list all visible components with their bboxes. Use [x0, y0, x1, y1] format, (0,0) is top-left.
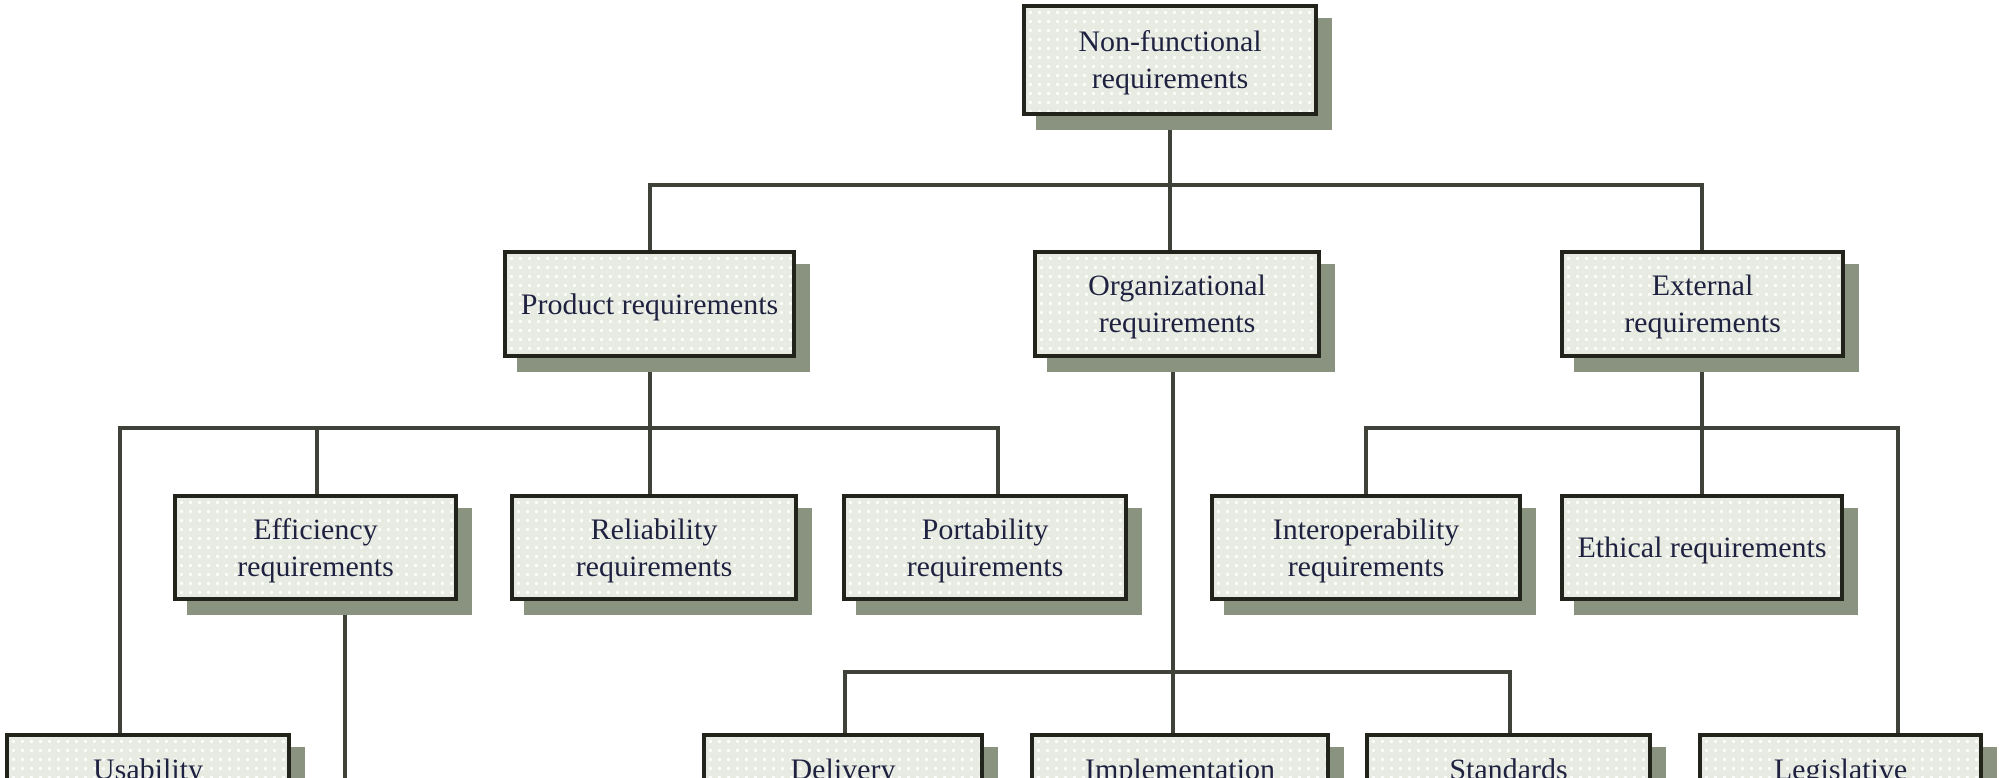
node-label: Implementation	[1085, 753, 1275, 778]
node-portability-requirements: Portability requirements	[842, 494, 1128, 601]
connector-efficiency-children-down	[343, 601, 347, 778]
node-label: Legislative	[1773, 753, 1908, 778]
node-label: Non-functional requirements	[1078, 25, 1262, 95]
node-legislative: Legislative	[1698, 733, 1983, 778]
connector-drop-efficiency	[315, 426, 319, 494]
node-label: Portability requirements	[906, 512, 1064, 583]
connector-drop-external	[1700, 183, 1704, 250]
node-non-functional-requirements: Non-functional requirements	[1022, 4, 1318, 116]
node-label: Ethical requirements	[1577, 531, 1827, 564]
connector-drop-usability	[118, 426, 122, 733]
connector-product-horizontal	[118, 426, 1000, 430]
connector-drop-interoperability	[1364, 426, 1368, 494]
node-ethical-requirements: Ethical requirements	[1560, 494, 1844, 601]
connector-external-horizontal	[1364, 426, 1900, 430]
connector-drop-standards	[1508, 670, 1512, 733]
node-label: Delivery	[790, 753, 896, 778]
node-label: Reliability requirements	[575, 512, 733, 583]
node-delivery: Delivery	[702, 733, 984, 778]
node-organizational-requirements: Organizational requirements	[1033, 250, 1321, 358]
node-implementation: Implementation	[1030, 733, 1330, 778]
node-product-requirements: Product requirements	[503, 250, 796, 358]
node-efficiency-requirements: Efficiency requirements	[173, 494, 458, 601]
connector-drop-delivery	[843, 670, 847, 733]
node-interoperability-requirements: Interoperability requirements	[1210, 494, 1522, 601]
node-reliability-requirements: Reliability requirements	[510, 494, 798, 601]
connector-organizational-down	[1171, 358, 1175, 733]
node-label: Product requirements	[520, 287, 779, 321]
connector-drop-legislative	[1896, 426, 1900, 733]
connector-drop-product	[648, 183, 652, 250]
connector-level2-horizontal	[648, 183, 1704, 187]
node-standards: Standards	[1365, 733, 1652, 778]
connector-organizational-horizontal	[843, 670, 1512, 674]
node-usability: Usability	[5, 733, 291, 778]
node-label: Interoperability requirements	[1272, 512, 1460, 583]
node-label: Organizational requirements	[1088, 269, 1266, 339]
node-label: Efficiency requirements	[237, 512, 394, 583]
node-label: Usability	[93, 753, 203, 778]
node-external-requirements: External requirements	[1560, 250, 1845, 358]
node-label: External requirements	[1624, 269, 1781, 339]
node-label: Standards	[1449, 753, 1568, 778]
connector-drop-portability	[996, 426, 1000, 494]
